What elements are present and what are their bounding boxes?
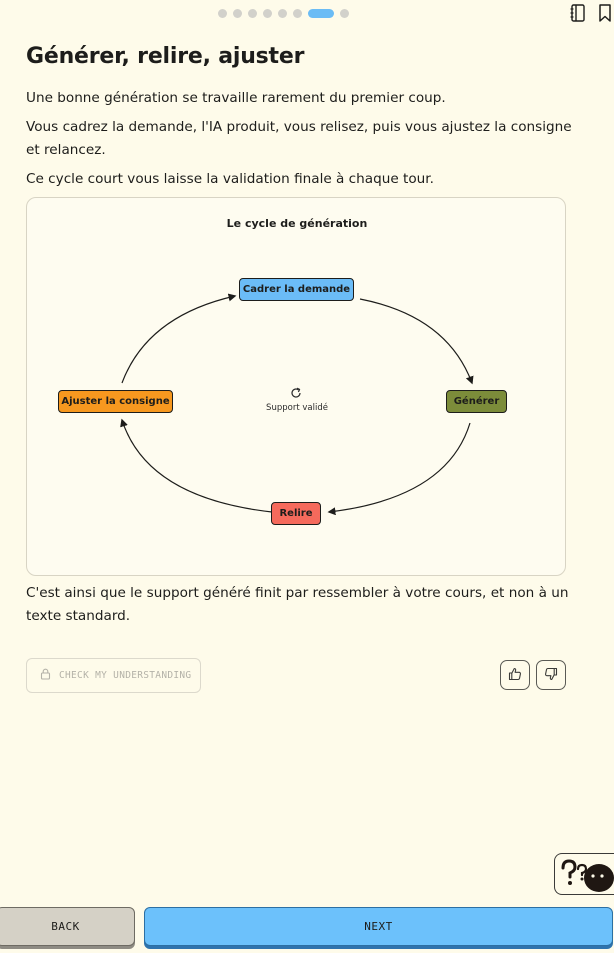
progress-dot xyxy=(278,8,287,18)
progress-dot-current xyxy=(308,8,334,18)
check-understanding-label: CHECK MY UNDERSTANDING xyxy=(59,670,192,681)
arrow-ajuster-to-cadrer xyxy=(121,293,237,384)
check-understanding-button[interactable]: CHECK MY UNDERSTANDING xyxy=(26,658,201,693)
arrow-generer-to-relire xyxy=(327,422,471,516)
refresh-icon xyxy=(290,387,302,399)
lesson-title: Générer, relire, ajuster xyxy=(26,44,305,69)
node-cadrer: Cadrer la demande xyxy=(239,278,354,301)
arrow-relire-to-ajuster xyxy=(120,418,273,513)
notebook-icon[interactable] xyxy=(570,4,586,26)
question-mascot-icon xyxy=(555,859,614,894)
progress-dot xyxy=(293,8,302,18)
diagram-title: Le cycle de génération xyxy=(226,217,368,230)
progress-indicator xyxy=(218,8,355,18)
thumbs-down-button[interactable] xyxy=(536,660,566,690)
node-ajuster: Ajuster la consigne xyxy=(58,390,173,413)
lesson-paragraph: Vous cadrez la demande, l'IA produit, vo… xyxy=(26,119,572,158)
next-button[interactable]: NEXT xyxy=(144,907,613,946)
lesson-paragraph: Une bonne génération se travaille rareme… xyxy=(26,90,446,106)
bookmark-icon[interactable] xyxy=(598,4,612,26)
arrow-cadrer-to-generer xyxy=(359,298,474,385)
lesson-closing: C'est ainsi que le support généré finit … xyxy=(26,585,569,624)
progress-dot xyxy=(340,8,349,18)
cycle-diagram: Le cycle de génération Cadrer la demande… xyxy=(26,197,566,576)
node-generer: Générer xyxy=(446,390,507,413)
progress-dot xyxy=(233,8,242,18)
back-button[interactable]: BACK xyxy=(0,907,135,946)
thumbs-up-icon xyxy=(508,667,522,684)
helper-mascot-button[interactable] xyxy=(554,853,614,895)
progress-dot xyxy=(248,8,257,18)
thumbs-up-button[interactable] xyxy=(500,660,530,690)
thumbs-down-icon xyxy=(544,667,558,684)
progress-dot xyxy=(218,8,227,18)
progress-dot xyxy=(263,8,272,18)
lesson-paragraph: Ce cycle court vous laisse la validation… xyxy=(26,171,434,187)
center-label: Support validé xyxy=(266,403,328,413)
diagram-arrows xyxy=(120,293,474,516)
node-relire: Relire xyxy=(271,502,321,525)
lock-icon xyxy=(40,668,51,683)
